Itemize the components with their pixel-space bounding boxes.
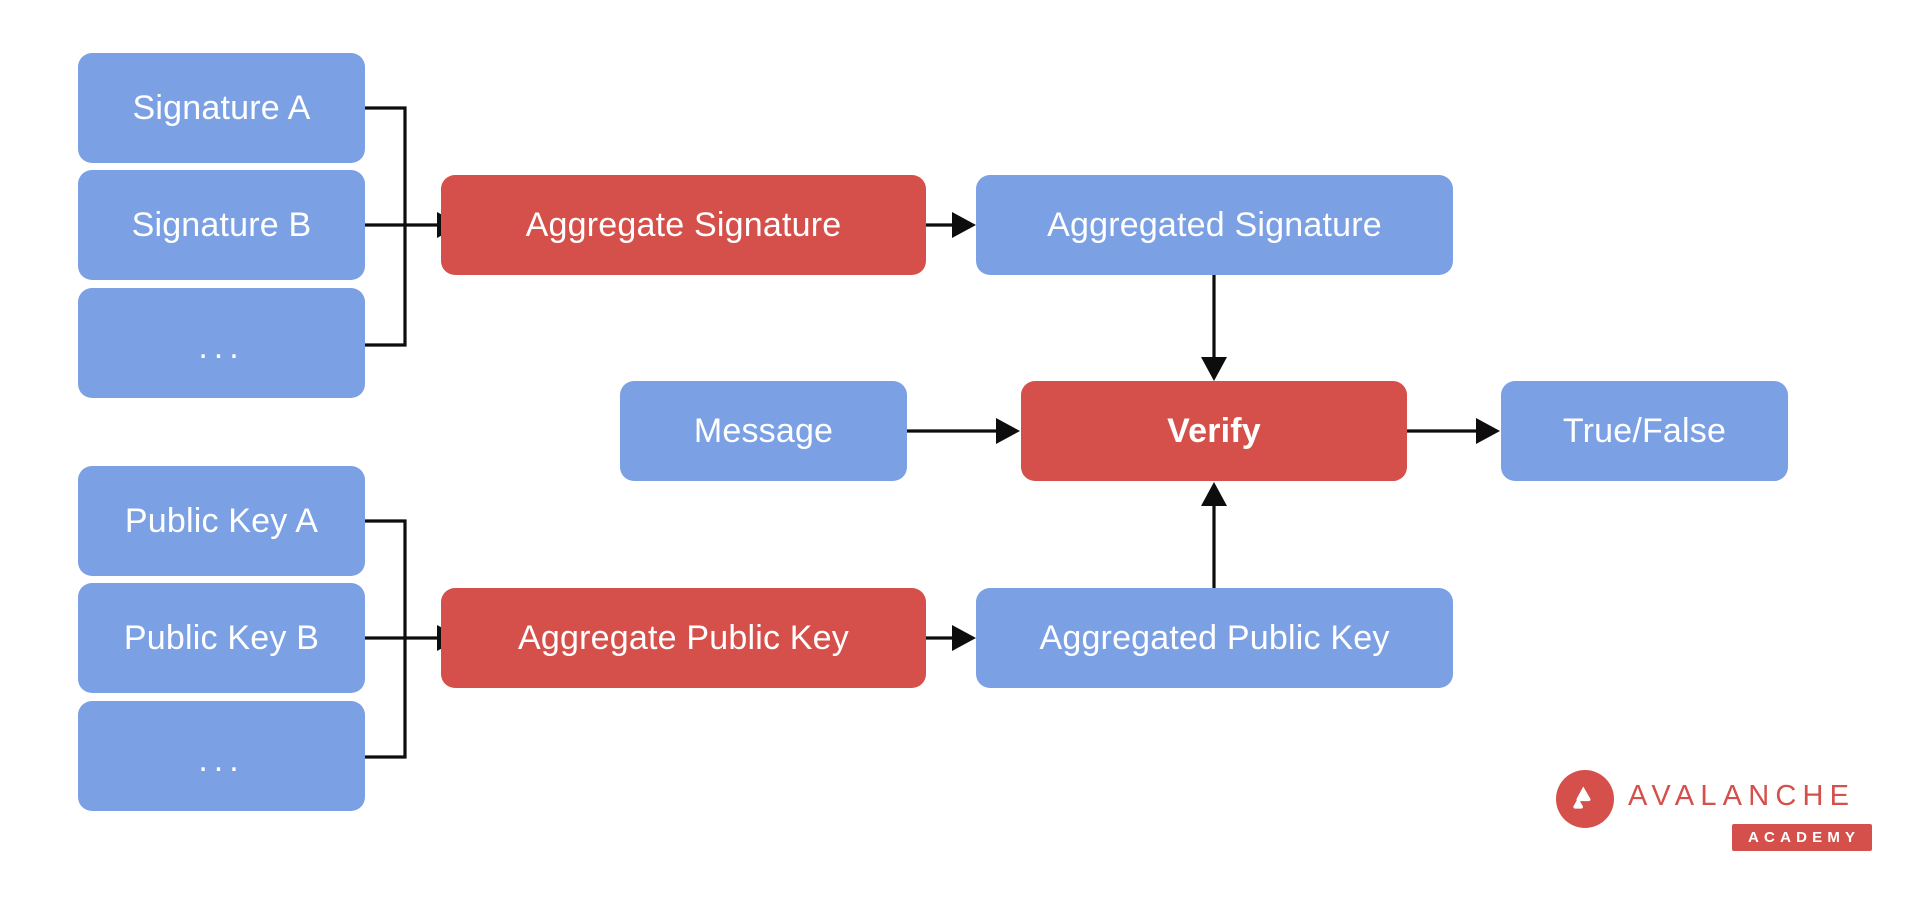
node-signature-more[interactable]: ... [78,288,365,398]
node-signature-b-label: Signature B [131,206,312,244]
node-aggregated-public-key[interactable]: Aggregated Public Key [976,588,1453,688]
avalanche-academy-logo: AVALANCHE ACADEMY [1556,768,1886,854]
node-verify[interactable]: Verify [1021,381,1407,481]
node-signature-more-label: ... [198,328,245,366]
node-message[interactable]: Message [620,381,907,481]
node-signature-a-label: Signature A [132,89,311,127]
node-public-key-more-label: ... [198,741,245,779]
node-aggregate-signature[interactable]: Aggregate Signature [441,175,926,275]
node-signature-b[interactable]: Signature B [78,170,365,280]
node-public-key-more[interactable]: ... [78,701,365,811]
node-result[interactable]: True/False [1501,381,1788,481]
avalanche-mark-icon [1556,770,1614,828]
academy-badge: ACADEMY [1732,824,1873,851]
node-verify-label: Verify [1167,412,1261,450]
node-aggregate-public-key-label: Aggregate Public Key [518,619,849,657]
node-public-key-b[interactable]: Public Key B [78,583,365,693]
node-aggregated-public-key-label: Aggregated Public Key [1039,619,1390,657]
node-public-key-b-label: Public Key B [123,619,320,657]
node-message-label: Message [693,412,834,450]
node-result-label: True/False [1562,412,1727,450]
node-signature-a[interactable]: Signature A [78,53,365,163]
node-public-key-a[interactable]: Public Key A [78,466,365,576]
node-aggregated-signature-label: Aggregated Signature [1047,206,1382,244]
node-public-key-a-label: Public Key A [124,502,319,540]
node-aggregated-signature[interactable]: Aggregated Signature [976,175,1453,275]
avalanche-wordmark: AVALANCHE [1628,780,1856,812]
node-aggregate-signature-label: Aggregate Signature [525,206,842,244]
node-aggregate-public-key[interactable]: Aggregate Public Key [441,588,926,688]
